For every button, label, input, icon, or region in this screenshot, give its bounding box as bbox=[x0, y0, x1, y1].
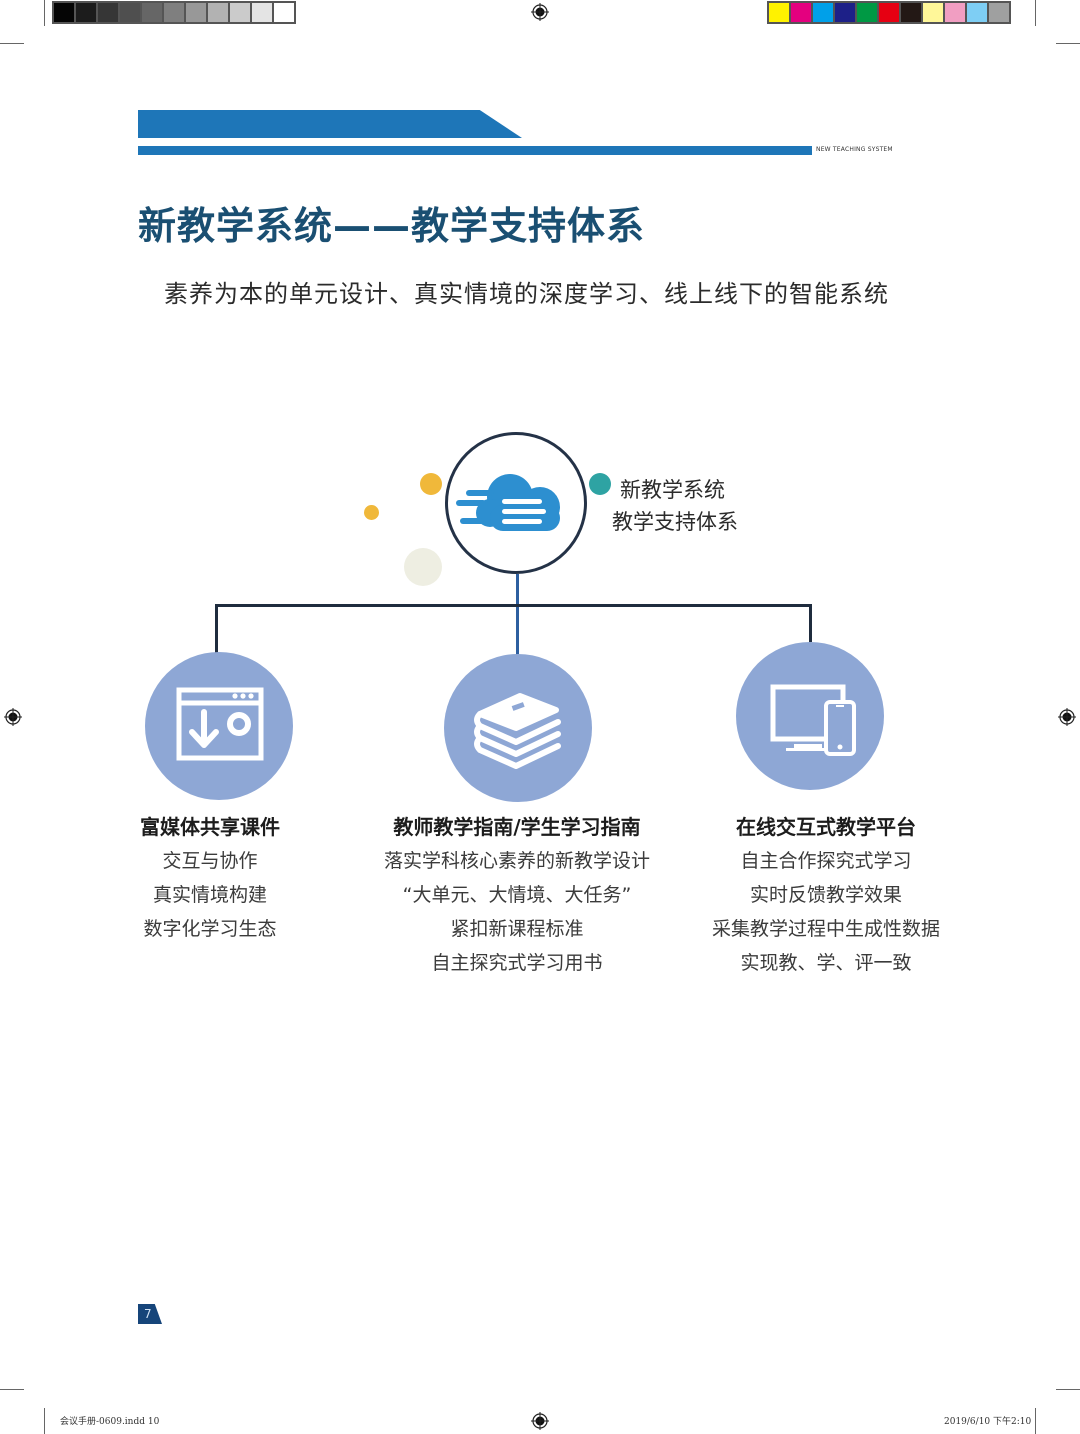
cloud-icon bbox=[456, 474, 560, 531]
decorative-dot bbox=[420, 473, 442, 495]
crop-mark bbox=[0, 43, 24, 44]
color-swatch bbox=[98, 3, 118, 22]
registration-mark-icon bbox=[531, 1412, 549, 1430]
color-swatch bbox=[76, 3, 96, 22]
page-number-badge: 7 bbox=[138, 1304, 162, 1324]
color-swatch bbox=[879, 3, 899, 22]
category-title: 富媒体共享课件 bbox=[140, 815, 280, 839]
header-rule-bar bbox=[138, 146, 812, 155]
color-swatch bbox=[274, 3, 294, 22]
hub-label-line2: 教学支持体系 bbox=[612, 510, 738, 534]
category-line: 交互与协作 bbox=[162, 850, 258, 872]
registration-mark-icon bbox=[531, 3, 549, 21]
monitor-phone-icon bbox=[770, 684, 856, 756]
page-subtitle: 素养为本的单元设计、真实情境的深度学习、线上线下的智能系统 bbox=[164, 280, 889, 308]
category-line: 采集教学过程中生成性数据 bbox=[711, 918, 940, 940]
category-circle-guides bbox=[444, 654, 592, 802]
category-column-courseware: 富媒体共享课件 交互与协作 真实情境构建 数字化学习生态 bbox=[80, 810, 340, 946]
color-swatch bbox=[54, 3, 74, 22]
crop-mark bbox=[1056, 1389, 1080, 1390]
crop-mark bbox=[44, 0, 45, 26]
category-line: 紧扣新课程标准 bbox=[450, 918, 584, 940]
color-swatch bbox=[945, 3, 965, 22]
category-title: 在线交互式教学平台 bbox=[736, 815, 916, 839]
color-swatch bbox=[901, 3, 921, 22]
category-line: 实现教、学、评一致 bbox=[740, 952, 912, 974]
header-accent-bar bbox=[138, 110, 522, 138]
color-swatch bbox=[967, 3, 987, 22]
slug-file-info: 会议手册-0609.indd 10 bbox=[60, 1417, 160, 1427]
connector-line bbox=[809, 604, 812, 642]
crop-mark bbox=[44, 1408, 45, 1434]
category-line: “大单元、大情境、大任务” bbox=[402, 884, 632, 906]
connector-line bbox=[215, 604, 812, 607]
crop-mark bbox=[1056, 43, 1080, 44]
connector-line bbox=[516, 574, 519, 658]
category-title: 教师教学指南/学生学习指南 bbox=[393, 815, 641, 839]
category-line: 数字化学习生态 bbox=[143, 918, 277, 940]
category-column-guides: 教师教学指南/学生学习指南 落实学科核心素养的新教学设计 “大单元、大情境、大任… bbox=[352, 810, 682, 980]
category-line: 落实学科核心素养的新教学设计 bbox=[383, 850, 650, 872]
color-swatch bbox=[857, 3, 877, 22]
category-line: 真实情境构建 bbox=[152, 884, 267, 906]
grayscale-color-bar bbox=[52, 1, 296, 24]
color-swatch bbox=[186, 3, 206, 22]
color-swatch bbox=[989, 3, 1009, 22]
color-swatch bbox=[769, 3, 789, 22]
decorative-dot bbox=[364, 505, 379, 520]
category-circle-courseware bbox=[145, 652, 293, 800]
color-swatch bbox=[813, 3, 833, 22]
category-line: 实时反馈教学效果 bbox=[749, 884, 902, 906]
process-color-bar bbox=[767, 1, 1011, 24]
registration-mark-icon bbox=[4, 708, 22, 726]
decorative-dot bbox=[404, 548, 442, 586]
color-swatch bbox=[230, 3, 250, 22]
color-swatch bbox=[164, 3, 184, 22]
slug-timestamp: 2019/6/10 下午2:10 bbox=[944, 1417, 1032, 1427]
category-line: 自主合作探究式学习 bbox=[740, 850, 912, 872]
hub-label-line1: 新教学系统 bbox=[620, 478, 725, 502]
crop-mark bbox=[1035, 1408, 1036, 1434]
page-title: 新教学系统——教学支持体系 bbox=[138, 204, 646, 248]
color-swatch bbox=[923, 3, 943, 22]
hub-label: 新教学系统 教学支持体系 bbox=[612, 474, 738, 538]
category-column-platform: 在线交互式教学平台 自主合作探究式学习 实时反馈教学效果 采集教学过程中生成性数… bbox=[686, 810, 966, 980]
books-stack-icon bbox=[474, 693, 561, 769]
color-swatch bbox=[791, 3, 811, 22]
hub-circle bbox=[445, 432, 587, 574]
crop-mark bbox=[0, 1389, 24, 1390]
header-caption: NEW TEACHING SYSTEM bbox=[816, 146, 893, 153]
decorative-dot bbox=[589, 473, 611, 495]
category-line: 自主探究式学习用书 bbox=[431, 952, 603, 974]
download-window-icon bbox=[176, 687, 264, 761]
color-swatch bbox=[208, 3, 228, 22]
color-swatch bbox=[120, 3, 140, 22]
color-swatch bbox=[252, 3, 272, 22]
crop-mark bbox=[1035, 0, 1036, 26]
color-swatch bbox=[835, 3, 855, 22]
registration-mark-icon bbox=[1058, 708, 1076, 726]
connector-line bbox=[215, 604, 218, 656]
color-swatch bbox=[142, 3, 162, 22]
category-circle-platform bbox=[736, 642, 884, 790]
